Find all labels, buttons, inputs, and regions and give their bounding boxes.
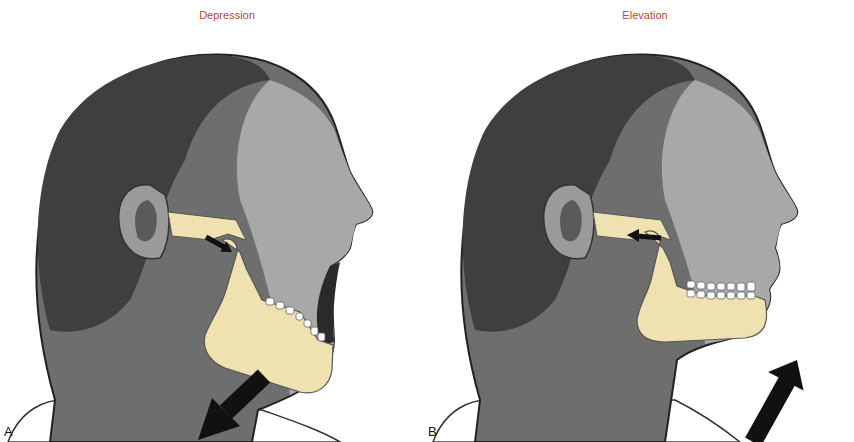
lower-teeth xyxy=(687,290,755,299)
mouth-cavity xyxy=(317,262,340,345)
panel-title: Elevation xyxy=(622,9,667,21)
ear-inner xyxy=(560,200,582,241)
motion-arrow xyxy=(198,237,264,440)
panel-title: Depression xyxy=(199,9,255,21)
head-silhouette xyxy=(461,54,797,442)
mandible xyxy=(637,231,767,342)
panel-letter: A xyxy=(4,425,13,439)
head-silhouette xyxy=(36,54,372,442)
lower-teeth xyxy=(266,298,325,341)
panel-letter: B xyxy=(428,425,437,439)
ear-inner xyxy=(135,200,157,241)
head-depression xyxy=(8,54,372,442)
mandible xyxy=(204,239,333,393)
ear xyxy=(119,185,169,259)
upper-teeth xyxy=(687,281,755,291)
head-elevation xyxy=(433,54,804,442)
ear xyxy=(544,185,594,259)
motion-arrow xyxy=(627,229,804,442)
